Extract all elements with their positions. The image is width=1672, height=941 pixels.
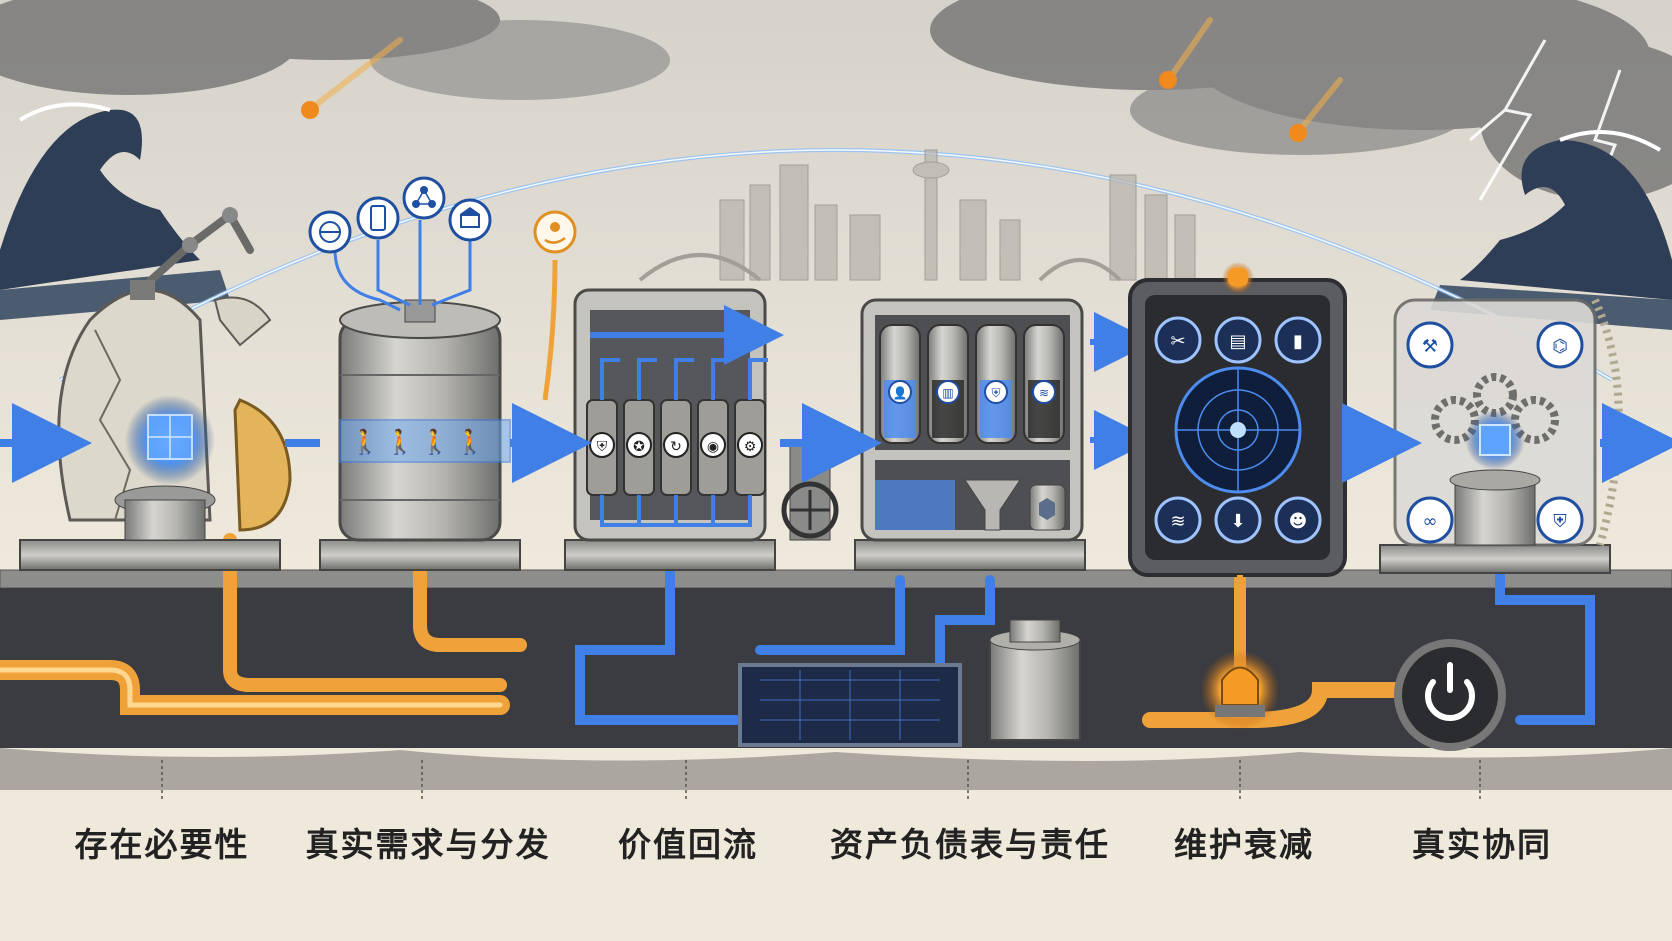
svg-text:≋: ≋ — [1170, 511, 1185, 532]
city-skyline-icon — [638, 149, 1196, 282]
gears-cube-icon — [1431, 373, 1559, 470]
tools-icon: ✂ — [1154, 316, 1202, 364]
award-icon: ✪ — [623, 358, 670, 527]
stage-label-balance: 资产负债表与责任 — [830, 825, 1110, 864]
gear-icon: ⚙ — [670, 358, 768, 527]
svg-text:⚙: ⚙ — [744, 439, 757, 455]
svg-text:👤: 👤 — [893, 386, 908, 400]
meteor-icon — [301, 17, 1343, 142]
team-icon: ☻ — [1274, 496, 1322, 544]
svg-text:↻: ↻ — [670, 439, 682, 455]
database-icon: ≋ — [1154, 496, 1202, 544]
maintenance-icons: ✂ ▤ ▮ ≋ ⬇ ☻ — [1154, 316, 1322, 544]
stage-label-collaboration: 真实协同 — [1412, 825, 1552, 864]
stage-label-demand: 真实需求与分发 — [305, 825, 551, 864]
power-button-icon — [1394, 639, 1506, 751]
bank-icon — [448, 198, 492, 242]
shield-icon: ⛨ — [586, 358, 670, 527]
stage-label-maintenance: 维护衰减 — [1174, 825, 1314, 864]
globe-icon — [308, 210, 352, 254]
collaboration-icons: ⚒ ⌬ ∞ ⛨ — [1406, 321, 1584, 544]
stage-necessity-machine — [19, 207, 292, 571]
cracked-egg-cube-icon — [147, 414, 193, 460]
link-icon: ∞ — [1406, 496, 1454, 544]
svg-text:◉: ◉ — [707, 439, 719, 455]
cart-icon: ▤ — [1214, 316, 1262, 364]
wave-icon — [0, 102, 230, 320]
database-icon: ≋ — [1023, 324, 1065, 444]
robot-arm-icon: ⚒ — [1406, 321, 1454, 369]
shield-star-icon: ⛨ — [975, 324, 1017, 444]
network-icon: ⌬ — [1536, 321, 1584, 369]
svg-text:∞: ∞ — [1423, 511, 1438, 532]
svg-text:⛨: ⛨ — [1553, 511, 1567, 532]
svg-text:⛨: ⛨ — [597, 439, 608, 455]
svg-text:≋: ≋ — [1039, 386, 1049, 400]
network-icon — [402, 176, 446, 220]
eye-icon: ◉ — [670, 358, 731, 527]
underground-machine — [989, 619, 1081, 741]
value-filter-icons: ⛨ ✪ ↻ ◉ ⚙ — [586, 358, 768, 527]
download-icon: ⬇ — [1214, 496, 1262, 544]
svg-text:✂: ✂ — [1170, 331, 1185, 352]
svg-text:🚶: 🚶 — [385, 428, 415, 456]
svg-text:▥: ▥ — [942, 386, 953, 400]
svg-text:⛨: ⛨ — [991, 386, 1000, 400]
stage-label-necessity: 存在必要性 — [74, 825, 250, 864]
city-icon: ▥ — [927, 324, 969, 444]
walking-people-tank-icon: 🚶🚶🚶🚶 — [339, 419, 511, 463]
blue-pipe-network — [575, 535, 1595, 725]
stage-label-value: 价值回流 — [618, 825, 758, 864]
hand-coin-icon — [533, 210, 577, 254]
svg-text:⬇: ⬇ — [1230, 511, 1245, 532]
svg-text:🚶: 🚶 — [455, 428, 485, 456]
phone-icon — [356, 196, 400, 240]
demand-top-icons — [308, 176, 577, 401]
svg-text:▤: ▤ — [1229, 331, 1246, 352]
svg-text:🚶: 🚶 — [420, 428, 450, 456]
person-icon: 👤 — [879, 324, 921, 444]
svg-text:☻: ☻ — [1289, 511, 1308, 532]
svg-text:▮: ▮ — [1293, 331, 1303, 352]
label-leader-lines — [161, 760, 1481, 800]
svg-text:⚒: ⚒ — [1422, 336, 1438, 357]
radar-panel-icon — [1174, 366, 1302, 494]
balance-arrows — [1090, 312, 1154, 470]
alarm-light-icon — [1200, 650, 1280, 730]
svg-text:🚶: 🚶 — [350, 428, 380, 456]
bar-chart-icon: ▮ — [1274, 316, 1322, 364]
shield-icon: ⛨ — [1536, 496, 1584, 544]
svg-text:⌬: ⌬ — [1552, 336, 1568, 357]
svg-text:✪: ✪ — [633, 439, 645, 455]
storage-tanks-icon: 👤 ▥ ⛨ ≋ — [879, 324, 1065, 444]
